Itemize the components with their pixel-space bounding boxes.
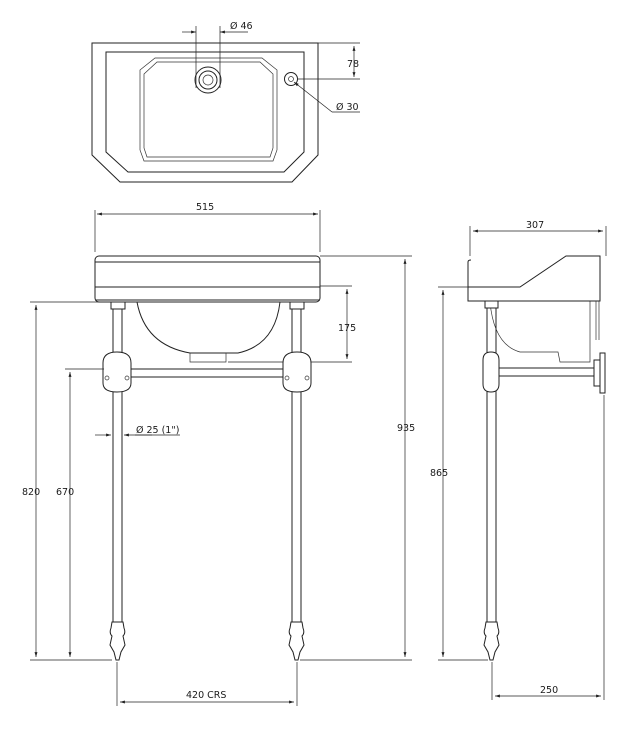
- rail-height-label: 670: [56, 487, 74, 498]
- waste-diameter-label: Ø 46: [230, 21, 253, 32]
- plan-view: Ø 46 78 Ø 30: [91, 21, 360, 183]
- side-view: 307 865 250: [430, 220, 607, 700]
- overall-height-label: 935: [397, 423, 415, 434]
- waste-outlet: [194, 66, 222, 94]
- right-bracket: [282, 351, 312, 393]
- side-depth-label: 307: [526, 220, 544, 231]
- wall-to-leg-label: 250: [540, 685, 558, 696]
- left-bracket: [102, 351, 132, 393]
- tap-hole-diameter-label: Ø 30: [336, 102, 359, 113]
- rim-height-label: 820: [22, 487, 40, 498]
- overall-width-label: 515: [196, 202, 214, 213]
- front-view: 515 175: [22, 202, 415, 706]
- tap-offset-label: 78: [347, 59, 359, 70]
- tap-hole: [284, 72, 298, 86]
- side-height-label: 865: [430, 468, 448, 479]
- leg-centres-label: 420 CRS: [186, 690, 226, 701]
- leg-diameter-label: Ø 25 (1"): [136, 425, 179, 436]
- basin-depth-label: 175: [338, 323, 356, 334]
